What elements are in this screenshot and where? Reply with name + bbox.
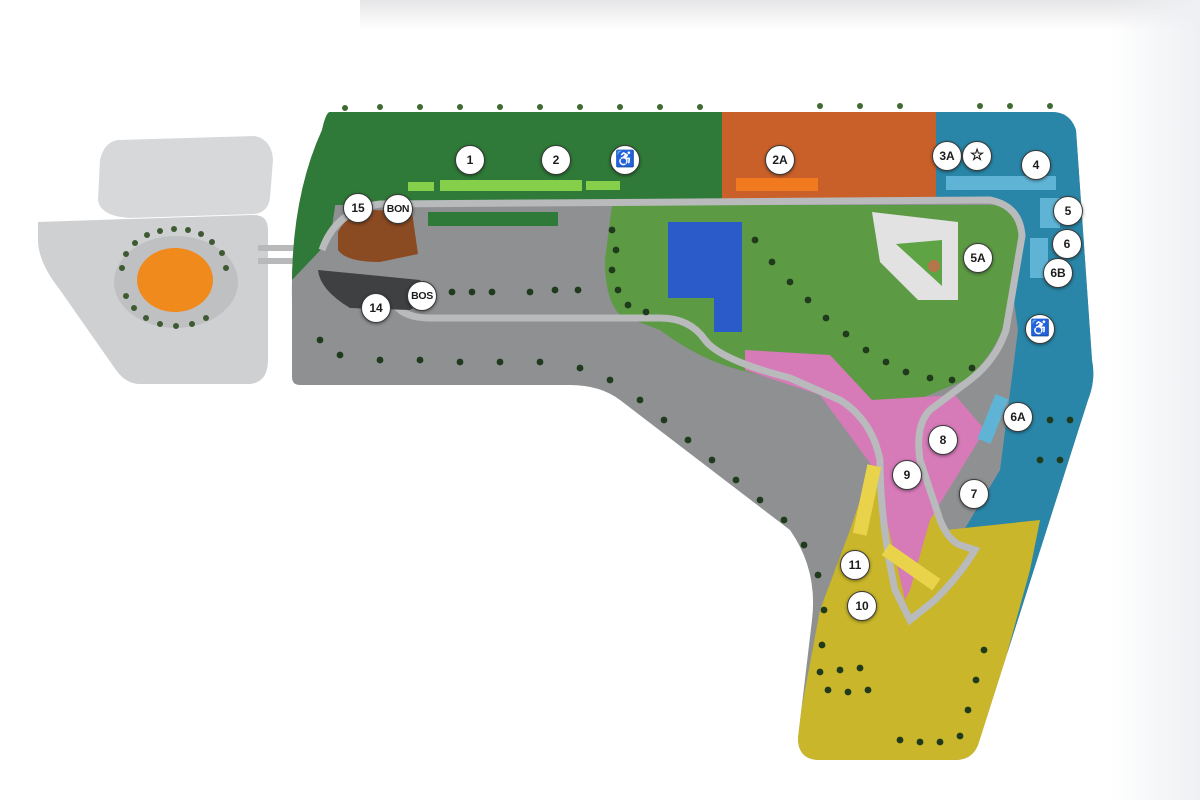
marker-label: 6: [1063, 237, 1071, 251]
marker-label: 8: [939, 433, 947, 447]
marker-label: BON: [386, 203, 410, 215]
marker-acc2[interactable]: ♿: [1025, 314, 1055, 344]
marker-9[interactable]: 9: [892, 460, 922, 490]
baseball-stadium: [872, 212, 958, 300]
perimeter-trees: [342, 103, 1053, 111]
grandstand-1: [440, 180, 582, 191]
marker-bon[interactable]: BON: [383, 194, 413, 224]
marker-label: 4: [1032, 158, 1040, 172]
marker-5a[interactable]: 5A: [963, 243, 993, 273]
zone-green-west: [292, 200, 336, 280]
marker-label: 1: [466, 153, 474, 167]
tree-rows: [316, 226, 1074, 746]
marker-star[interactable]: ☆: [962, 141, 992, 171]
marker-4[interactable]: 4: [1021, 150, 1051, 180]
marker-label: BOS: [411, 290, 433, 302]
stadium-pad: [38, 136, 336, 384]
marker-label: 14: [369, 301, 383, 315]
marker-6[interactable]: 6: [1052, 229, 1082, 259]
marker-label: 2A: [772, 153, 788, 167]
grandstand-1a: [408, 182, 434, 191]
marker-6b[interactable]: 6B: [1043, 258, 1073, 288]
right-shadow: [1110, 0, 1200, 800]
marker-label: 5: [1064, 204, 1072, 218]
marker-label: 5A: [970, 251, 986, 265]
star-icon: ☆: [969, 147, 985, 164]
grandstand-2a: [736, 178, 818, 191]
race-track: [318, 196, 1026, 626]
marker-label: 3A: [939, 149, 955, 163]
marker-label: 10: [855, 599, 869, 613]
marker-label: 6B: [1050, 266, 1066, 280]
grandstand-2: [586, 181, 620, 190]
marker-acc1[interactable]: ♿: [610, 145, 640, 175]
marker-11[interactable]: 11: [840, 550, 870, 580]
accessibility-icon: ♿: [615, 151, 635, 168]
marker-2[interactable]: 2: [541, 145, 571, 175]
marker-label: 2: [552, 153, 560, 167]
marker-7[interactable]: 7: [959, 479, 989, 509]
marker-label: 9: [903, 468, 911, 482]
stadium-field: [137, 248, 213, 312]
marker-2a[interactable]: 2A: [765, 145, 795, 175]
marker-label: 6A: [1010, 410, 1026, 424]
marker-3a[interactable]: 3A: [932, 141, 962, 171]
marker-1[interactable]: 1: [455, 145, 485, 175]
accessibility-icon: ♿: [1030, 320, 1050, 337]
marker-label: 7: [970, 487, 978, 501]
marker-10[interactable]: 10: [847, 591, 877, 621]
lake: [668, 222, 742, 332]
grandstand-6a: [977, 394, 1009, 444]
forum-dark-area: [318, 270, 423, 310]
marker-bos[interactable]: BOS: [407, 281, 437, 311]
grandstand-10: [881, 543, 941, 591]
top-shadow: [360, 0, 1200, 30]
marker-8[interactable]: 8: [928, 425, 958, 455]
marker-label: 15: [351, 201, 365, 215]
marker-label: 11: [848, 558, 862, 572]
marker-6a[interactable]: 6A: [1003, 402, 1033, 432]
grandstand-green-inner: [428, 212, 558, 226]
grandstand-3a-4: [946, 176, 1056, 190]
marker-15[interactable]: 15: [343, 193, 373, 223]
grandstand-11: [852, 464, 882, 536]
marker-5[interactable]: 5: [1053, 196, 1083, 226]
marker-14[interactable]: 14: [361, 293, 391, 323]
zone-yellow: [790, 430, 1040, 760]
stadium-trees: [119, 226, 229, 329]
